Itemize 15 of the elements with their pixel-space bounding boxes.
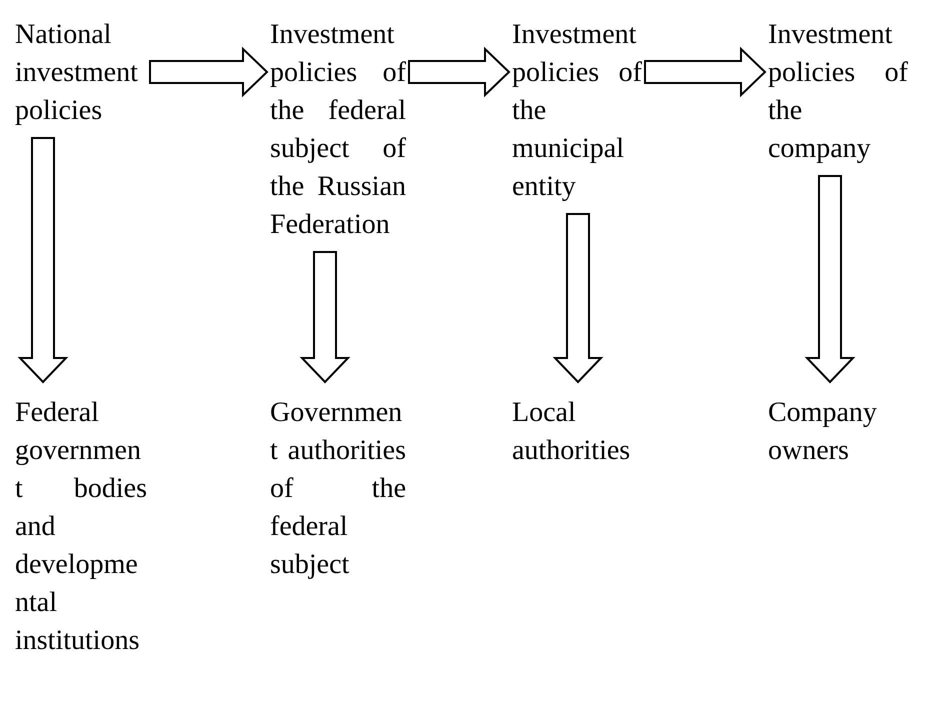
- block-arrow: [18, 137, 68, 384]
- block-arrow: [804, 175, 856, 384]
- node-text: Investment policies of the municipal entity: [512, 18, 642, 204]
- block-arrow: [300, 251, 350, 384]
- node-text: Government authorities of the federal subject: [270, 396, 406, 582]
- block-arrow: [552, 213, 604, 384]
- node-text: Federal government bodies and developmental institutions: [15, 396, 147, 658]
- block-arrow: [408, 46, 510, 98]
- node-text: Investment policies of the company: [768, 18, 908, 166]
- block-arrow: [149, 46, 268, 98]
- block-arrow: [644, 46, 766, 98]
- node-text: Investment policies of the federal subject of the Russian Federation: [270, 18, 406, 242]
- node-text: Company owners: [768, 396, 878, 468]
- node-text: Local authorities: [512, 396, 632, 468]
- node-text: National investment policies: [15, 18, 139, 128]
